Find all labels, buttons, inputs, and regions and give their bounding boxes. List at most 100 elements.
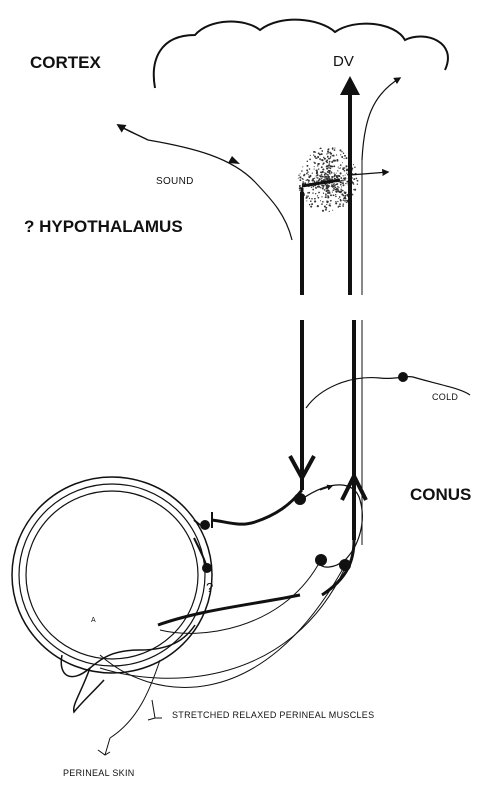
stipple-dot (306, 195, 308, 197)
dv-label: DV (333, 53, 354, 70)
stipple-dot (320, 147, 322, 149)
perineal-skin-ending (98, 738, 110, 755)
stipple-dot (330, 168, 332, 170)
stipple-dot (342, 180, 343, 181)
stipple-dot (326, 201, 327, 202)
stipple-dot (337, 188, 339, 190)
pelvic-fiber-thin-2 (100, 568, 345, 678)
pelvic-fiber-thick (158, 595, 300, 625)
stipple-dot (330, 195, 331, 196)
stipple-dot (332, 176, 334, 178)
pelvic-fiber-thin-3 (100, 565, 345, 687)
stipple-dot (341, 156, 343, 158)
stipple-dot (314, 156, 316, 158)
stipple-dot (306, 180, 307, 181)
stipple-dot (323, 193, 324, 194)
stipple-dot (318, 197, 320, 199)
hypothalamus-label: ? HYPOTHALAMUS (24, 217, 183, 236)
perineal-muscle-ending (148, 700, 162, 720)
stipple-dot (332, 155, 334, 157)
efferent-nerve (212, 490, 302, 524)
stipple-dot (341, 186, 342, 187)
stipple-dot (353, 178, 355, 180)
stipple-dot (327, 149, 329, 151)
stipple-dot (340, 182, 342, 184)
stipple-dot (324, 176, 325, 177)
stipple-dot (316, 157, 318, 159)
stipple-dot (340, 192, 342, 194)
stipple-dot (299, 190, 300, 191)
stipple-dot (307, 192, 309, 194)
stipple-dot (345, 183, 346, 184)
stipple-dot (343, 152, 344, 153)
stipple-dot (331, 153, 332, 154)
stipple-dot (340, 177, 342, 179)
stipple-dot (337, 170, 338, 171)
stipple-dot (335, 202, 337, 204)
stipple-dot (353, 164, 354, 165)
stipple-dot (344, 170, 346, 172)
stipple-dot (340, 149, 342, 151)
stipple-dot (307, 165, 308, 166)
stipple-dot (335, 191, 336, 192)
stipple-dot (314, 166, 315, 167)
stipple-dot (340, 172, 342, 174)
stipple-dot (316, 177, 317, 178)
stipple-dot (320, 200, 321, 201)
stipple-dot (330, 200, 332, 202)
stipple-dot (339, 191, 340, 192)
stipple-dot (326, 204, 327, 205)
bladder-mark: A (91, 617, 96, 624)
stipple-dot (299, 186, 300, 187)
ganglion-dot-2 (200, 520, 210, 530)
stipple-dot (312, 192, 313, 193)
stipple-dot (328, 174, 329, 175)
stipple-dot (345, 192, 346, 193)
stipple-dot (308, 174, 309, 175)
stipple-dot (321, 180, 323, 182)
stipple-dot (298, 175, 299, 176)
stipple-dot (338, 187, 339, 188)
stipple-dot (321, 150, 323, 152)
stipple-dot (306, 200, 307, 201)
stipple-dot (352, 194, 353, 195)
stipple-dot (336, 188, 337, 189)
stipple-dot (333, 187, 335, 189)
stipple-dot (357, 180, 359, 182)
stipple-dot (322, 176, 324, 178)
stipple-dot (322, 210, 324, 212)
stipple-dot (339, 206, 340, 207)
stipple-dot (333, 165, 335, 167)
stipple-dot (342, 182, 344, 184)
perineal-skin-label: PERINEAL SKIN (63, 768, 135, 778)
stipple-dot (317, 170, 318, 171)
stipple-dot (324, 189, 326, 191)
stipple-dot (319, 186, 321, 188)
stipple-dot (329, 161, 331, 163)
stipple-dot (329, 211, 330, 212)
stipple-dot (343, 203, 345, 205)
stipple-dot (340, 154, 341, 155)
stipple-dot (317, 177, 319, 179)
stipple-dot (335, 201, 336, 202)
stipple-dot (337, 201, 338, 202)
stipple-dot (310, 155, 311, 156)
stipple-dot (303, 183, 304, 184)
stipple-dot (337, 186, 339, 188)
stipple-dot (310, 200, 312, 202)
stretched-label: STRETCHED RELAXED PERINEAL MUSCLES (172, 710, 374, 720)
stipple-dot (357, 184, 358, 185)
stipple-dot (343, 199, 344, 200)
stipple-dot (333, 195, 334, 196)
stipple-dot (345, 175, 346, 176)
stipple-dot (337, 206, 339, 208)
stipple-dot (327, 192, 329, 194)
stipple-dot (334, 149, 336, 151)
stipple-dot (344, 200, 346, 202)
stipple-dot (338, 198, 339, 199)
cold-label: COLD (432, 392, 458, 402)
stipple-dot (327, 150, 329, 152)
stipple-dot (329, 193, 330, 194)
stipple-dot (332, 149, 333, 150)
stipple-dot (333, 184, 334, 185)
